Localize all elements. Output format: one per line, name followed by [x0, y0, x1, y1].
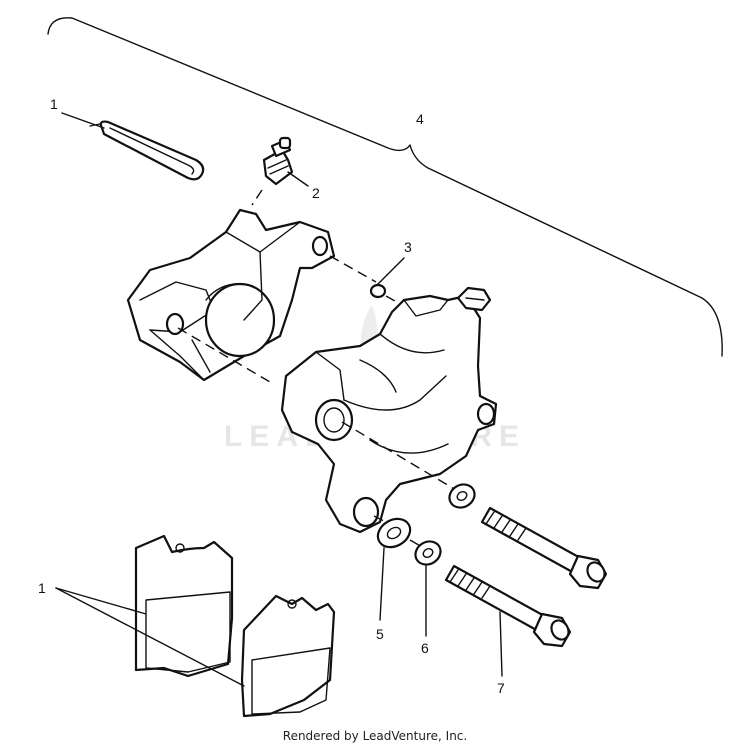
callout-6: 6 — [421, 640, 429, 656]
callout-5: 5 — [376, 626, 384, 642]
callout-2: 2 — [312, 185, 320, 201]
leader-2 — [287, 171, 309, 187]
leader-7 — [499, 611, 503, 677]
axis-washer-6 — [409, 539, 425, 549]
o-ring — [369, 283, 387, 299]
brake-pad-rear — [134, 534, 234, 678]
callout-3: 3 — [404, 239, 412, 255]
axis-upper-pin — [329, 255, 377, 283]
axis-caliper-upper — [341, 421, 457, 491]
leader-5 — [379, 547, 385, 621]
callout-1: 1 — [50, 96, 58, 112]
washer-large — [376, 517, 412, 549]
leader-1b-upper — [55, 587, 147, 615]
bolt-upper — [480, 506, 608, 590]
axis-caliper-lower — [373, 515, 391, 525]
caliper-body — [280, 286, 498, 534]
spring-clip — [89, 120, 205, 181]
bleeder-screw — [262, 136, 294, 186]
callout-1: 1 — [38, 580, 46, 596]
leader-1b-lower — [55, 587, 245, 687]
brake-pad-front — [240, 594, 336, 718]
axis-bleeder — [251, 189, 263, 206]
leader-1a — [61, 112, 105, 129]
callout-4: 4 — [416, 111, 424, 127]
washer-upper — [448, 483, 476, 509]
leader-3 — [377, 257, 405, 285]
bolt-lower — [444, 564, 572, 648]
render-credit: Rendered by LeadVenture, Inc. — [282, 729, 468, 743]
assembly-bracket — [47, 17, 723, 357]
washer-small — [414, 540, 442, 566]
axis-lower-pin — [177, 327, 271, 383]
callout-7: 7 — [497, 680, 505, 696]
caliper-bracket — [126, 208, 336, 382]
